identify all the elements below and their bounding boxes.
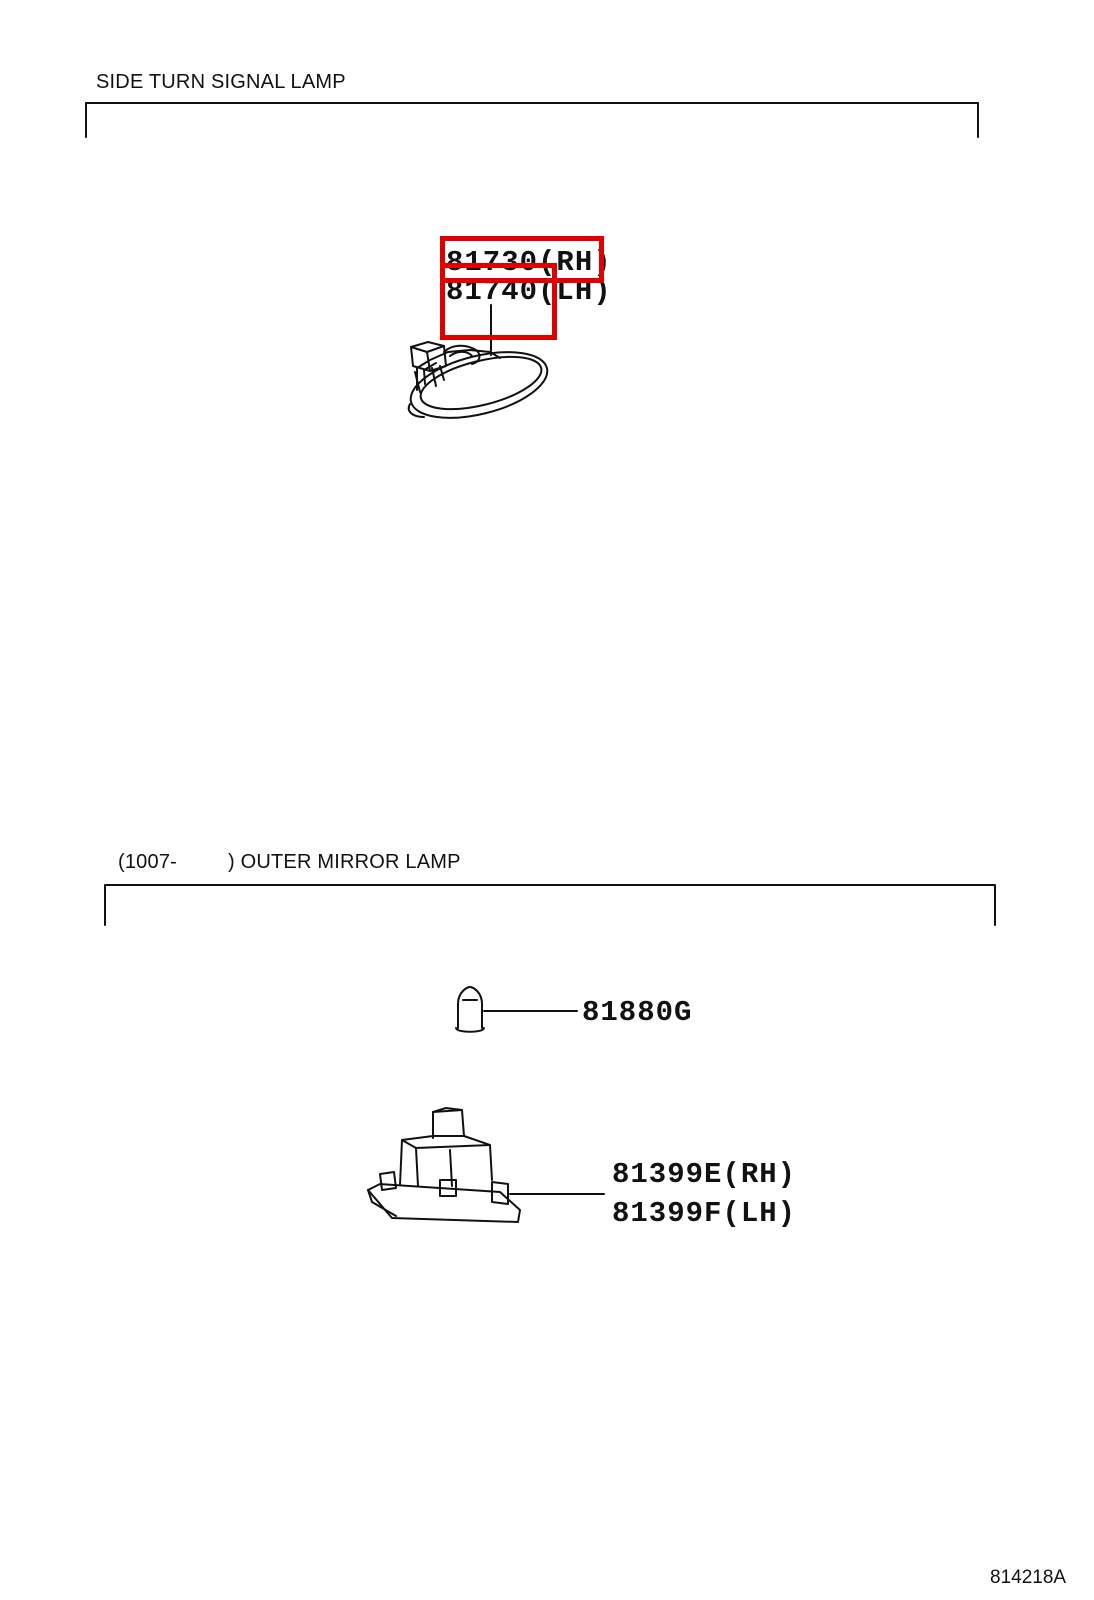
part-label-81740-lh[interactable]: 81740(LH) (446, 275, 612, 308)
section-frame-side-turn-signal (85, 102, 979, 138)
part-label-81730-rh[interactable]: 81730(RH) (446, 246, 612, 279)
section-title-outer-mirror-lamp-prefix: (1007- (118, 851, 178, 873)
section-frame-outer-mirror (104, 884, 996, 926)
part-side-lh: (LH) (722, 1197, 797, 1230)
part-side-lh: (LH) (538, 275, 612, 308)
outer-mirror-lamp-housing-drawing (367, 1107, 605, 1223)
part-number-81740: 81740 (446, 275, 539, 308)
part-label-81880g[interactable]: 81880G (582, 996, 692, 1029)
part-number-81399f: 81399F (612, 1197, 723, 1230)
part-label-81399e-rh[interactable]: 81399E(RH) (612, 1158, 796, 1191)
bulb-drawing (455, 986, 578, 1033)
side-turn-signal-lamp-drawing (407, 341, 549, 419)
part-side-rh: (RH) (538, 246, 612, 279)
part-side-rh: (RH) (722, 1158, 797, 1191)
part-number-81730: 81730 (446, 246, 539, 279)
section-title-side-turn-signal-lamp: SIDE TURN SIGNAL LAMP (96, 71, 346, 93)
part-number-81399e: 81399E (612, 1158, 723, 1191)
section-title-outer-mirror-lamp: ) OUTER MIRROR LAMP (228, 851, 461, 873)
part-number-81880g: 81880G (582, 996, 693, 1029)
diagram-id: 814218A (990, 1567, 1067, 1588)
part-label-81399f-lh[interactable]: 81399F(LH) (612, 1197, 796, 1230)
